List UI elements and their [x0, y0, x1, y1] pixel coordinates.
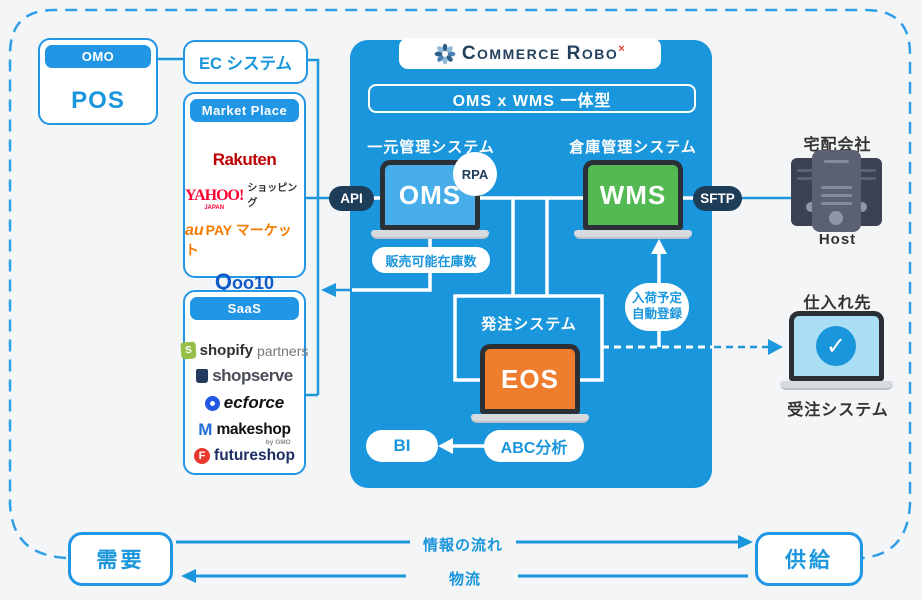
- abc-analysis-pill: ABC分析: [484, 430, 584, 462]
- ec-system-box: EC システム: [183, 40, 308, 84]
- supplier-title: 仕入れ先: [803, 295, 872, 312]
- check-icon: ✓: [816, 326, 856, 366]
- eos-title: 発注システム: [481, 316, 577, 333]
- info-flow-label: 情報の流れ: [422, 537, 503, 554]
- ecforce-logo: ecforce: [204, 393, 284, 413]
- shopify-bag-icon: S: [180, 341, 197, 360]
- omo-header: OMO: [45, 45, 151, 68]
- wms-laptop-base: [574, 230, 692, 239]
- shopserve-logo: shopserve: [196, 366, 293, 386]
- futureshop-logo: F futureshop: [194, 447, 295, 465]
- rpa-badge: RPA: [453, 152, 497, 196]
- logistics-arrowhead: [181, 569, 196, 583]
- futureshop-f-icon: F: [194, 448, 211, 464]
- supplier-laptop-base: [780, 381, 893, 390]
- saas-header: SaaS: [190, 297, 299, 320]
- arrival-auto-register-pill: 入荷予定 自動登録: [625, 283, 689, 331]
- wms-laptop-screen: WMS: [583, 160, 683, 230]
- host-caption: Host: [818, 231, 857, 248]
- pos-label: POS: [71, 87, 125, 114]
- sftp-badge: SFTP: [693, 186, 742, 211]
- yahoo-shopping-logo: YAHOO! JAPAN ショッピング: [185, 183, 298, 211]
- shopify-partners-logo: S shopify partners: [180, 341, 308, 360]
- oms-wms-banner: OMS x WMS 一体型: [368, 84, 696, 113]
- ecforce-ring-icon: [204, 395, 220, 411]
- host-server-icon: [812, 150, 861, 232]
- commerce-robo-wordmark: COMMERCE ROBO×: [461, 42, 627, 64]
- ec-system-label: EC システム: [198, 55, 292, 73]
- commerce-robo-logo: COMMERCE ROBO×: [399, 38, 661, 69]
- api-badge: API: [329, 186, 374, 211]
- marketplace-box: Market Place Rakuten YAHOO! JAPAN ショッピング…: [183, 92, 306, 294]
- rakuten-logo: Rakuten: [212, 150, 277, 169]
- marketplace-header: Market Place: [190, 99, 299, 122]
- saas-logos: S shopify partners shopserve ecforce M m…: [180, 341, 308, 465]
- bi-pill: BI: [366, 430, 438, 462]
- info-flow-arrowhead: [738, 535, 753, 549]
- sellable-stock-pill: 販売可能在庫数: [372, 247, 490, 273]
- left-return-arrowhead: [321, 283, 336, 297]
- eos-laptop-screen: EOS: [480, 344, 580, 414]
- makeshop-m-icon: M: [198, 420, 213, 439]
- sunburst-icon: [434, 43, 456, 64]
- makeshop-logo: M makeshop by GMO: [198, 420, 291, 446]
- wms-title: 倉庫管理システム: [569, 139, 697, 156]
- supply-box: 供給: [755, 532, 863, 586]
- saas-box: SaaS S shopify partners shopserve ecforc…: [180, 290, 308, 475]
- demand-box: 需要: [68, 532, 173, 586]
- order-system-caption: 受注システム: [787, 402, 889, 419]
- oms-laptop-base: [371, 230, 489, 239]
- supplier-arrowhead: [768, 339, 783, 355]
- omo-box: OMO POS: [38, 38, 158, 125]
- logistics-label: 物流: [448, 571, 481, 588]
- shopserve-icon: [196, 369, 209, 383]
- eos-laptop-base: [471, 414, 589, 423]
